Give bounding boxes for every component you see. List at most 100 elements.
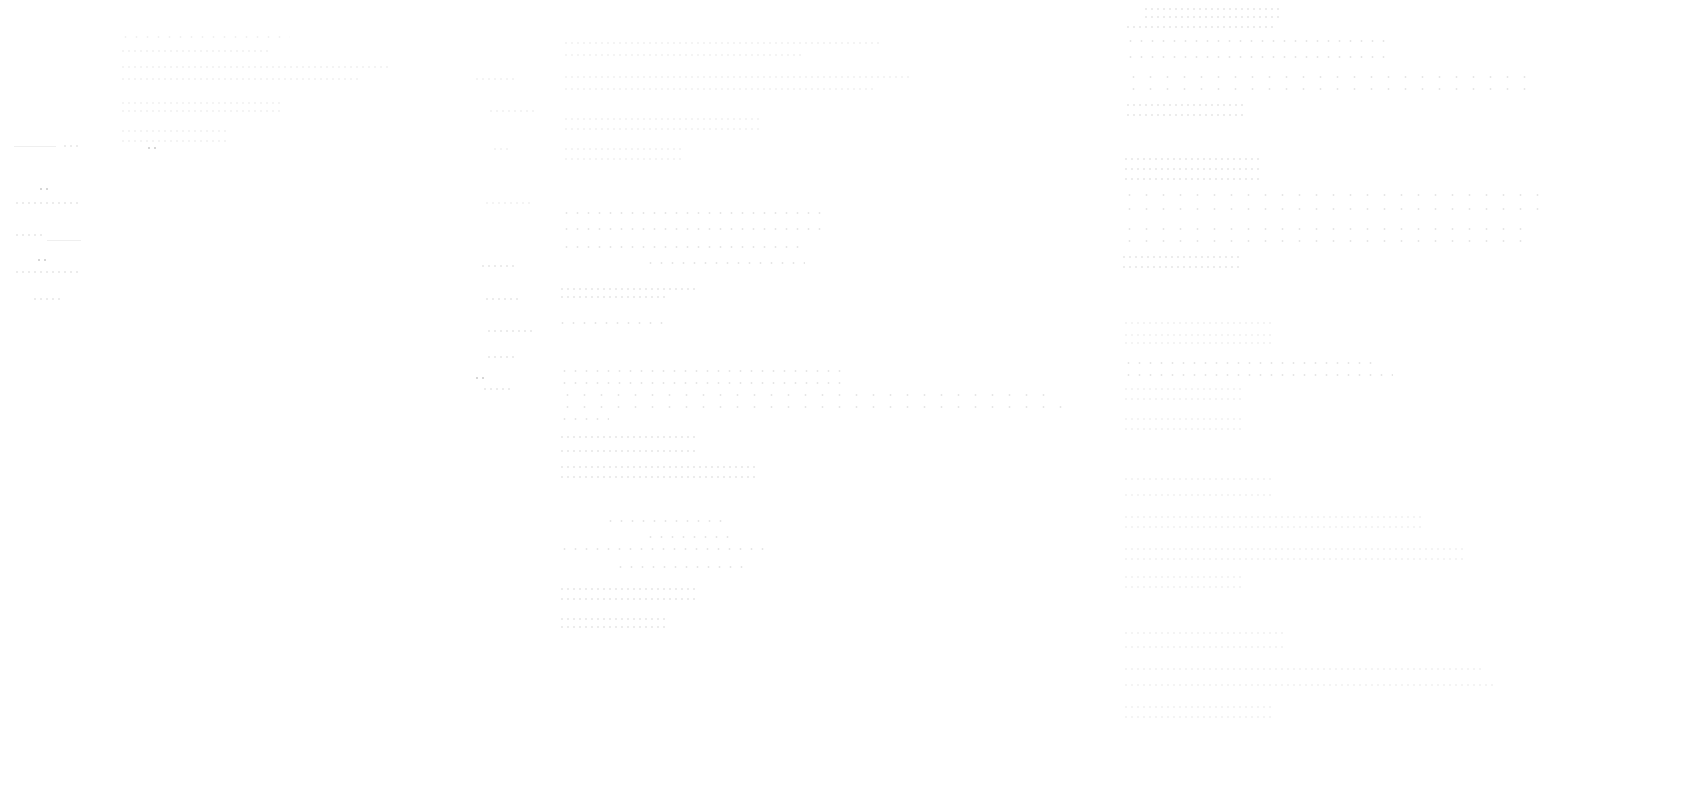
- text-line: [563, 42, 883, 44]
- text-line: [559, 418, 609, 420]
- sidebar-item[interactable]: [14, 202, 80, 204]
- text-line: [1121, 194, 1541, 196]
- text-line: [1125, 40, 1385, 42]
- text-line: [120, 66, 390, 68]
- text-line: [559, 598, 699, 600]
- nav-item[interactable]: [482, 388, 512, 390]
- text-line: [1125, 104, 1245, 106]
- text-line: [120, 36, 290, 38]
- text-line: [559, 548, 769, 550]
- text-line: [1125, 76, 1535, 78]
- text-line: [1123, 516, 1423, 518]
- link-marker[interactable]: [146, 147, 160, 149]
- text-line: [1121, 228, 1531, 230]
- text-line: [561, 246, 801, 248]
- text-line: [563, 148, 683, 150]
- text-line: [1125, 114, 1245, 116]
- nav-item[interactable]: [480, 265, 516, 267]
- text-line: [645, 536, 735, 538]
- text-line: [1123, 684, 1493, 686]
- text-line: [1123, 558, 1463, 560]
- text-line: [1123, 586, 1243, 588]
- text-line: [1123, 178, 1263, 180]
- text-line: [1125, 26, 1275, 28]
- text-line: [1123, 668, 1483, 670]
- text-line: [559, 296, 669, 298]
- nav-item[interactable]: [486, 330, 532, 332]
- text-line: [559, 626, 669, 628]
- text-line: [1123, 576, 1243, 578]
- text-line: [1121, 256, 1241, 258]
- text-line: [559, 382, 849, 384]
- sidebar-item[interactable]: [32, 298, 60, 300]
- text-line: [605, 520, 725, 522]
- text-line: [559, 618, 669, 620]
- text-line: [120, 78, 360, 80]
- content-column-3: [1115, 0, 1565, 760]
- text-line: [1123, 374, 1393, 376]
- text-line: [563, 88, 873, 90]
- sidebar-rule: [14, 146, 56, 147]
- text-line: [563, 76, 913, 78]
- text-line: [1123, 168, 1263, 170]
- text-line: [559, 406, 1069, 408]
- text-line: [557, 322, 667, 324]
- text-line: [1143, 8, 1283, 10]
- text-line: [1121, 240, 1531, 242]
- text-line: [561, 228, 821, 230]
- nav-item[interactable]: [488, 110, 534, 112]
- content-column-2: [555, 0, 1085, 640]
- text-line: [559, 394, 1059, 396]
- text-line: [563, 54, 803, 56]
- sidebar-item[interactable]: [14, 271, 80, 273]
- nav-item[interactable]: [492, 148, 512, 150]
- text-line: [559, 466, 759, 468]
- text-line: [1123, 398, 1243, 400]
- text-line: [1123, 388, 1243, 390]
- text-line: [1121, 266, 1241, 268]
- left-sidebar: [0, 0, 110, 320]
- text-line: [1123, 716, 1273, 718]
- nav-item[interactable]: [484, 202, 530, 204]
- text-line: [559, 436, 699, 438]
- text-line: [615, 566, 745, 568]
- text-line: [1125, 88, 1535, 90]
- sidebar-item[interactable]: [62, 145, 82, 147]
- text-line: [563, 158, 683, 160]
- text-line: [1123, 322, 1273, 324]
- text-line: [1123, 362, 1373, 364]
- text-line: [120, 130, 230, 132]
- text-line: [559, 588, 699, 590]
- text-line: [1123, 428, 1243, 430]
- sidebar-item[interactable]: [14, 234, 42, 236]
- nav-item-active[interactable]: [474, 377, 488, 379]
- text-line: [1143, 16, 1283, 18]
- text-line: [1123, 526, 1423, 528]
- nav-item[interactable]: [474, 78, 514, 80]
- text-line: [559, 370, 849, 372]
- text-line: [561, 212, 821, 214]
- text-line: [1123, 418, 1243, 420]
- sidebar-rule: [47, 240, 81, 241]
- text-line: [1123, 478, 1273, 480]
- sidebar-item[interactable]: [36, 259, 46, 261]
- text-line: [1123, 646, 1283, 648]
- text-line: [1123, 342, 1273, 344]
- sidebar-item[interactable]: [38, 188, 48, 190]
- text-line: [1125, 56, 1385, 58]
- content-column-1: [110, 0, 470, 200]
- text-line: [120, 50, 270, 52]
- nav-item[interactable]: [484, 298, 520, 300]
- text-line: [1123, 334, 1273, 336]
- text-line: [1121, 208, 1546, 210]
- heading-line: [563, 118, 763, 120]
- nav-item[interactable]: [486, 356, 518, 358]
- text-line: [645, 262, 805, 264]
- heading-line: [563, 128, 763, 130]
- text-line: [1123, 494, 1273, 496]
- text-line: [1123, 632, 1283, 634]
- heading-line: [120, 102, 280, 104]
- text-line: [1123, 548, 1463, 550]
- text-line: [120, 110, 280, 112]
